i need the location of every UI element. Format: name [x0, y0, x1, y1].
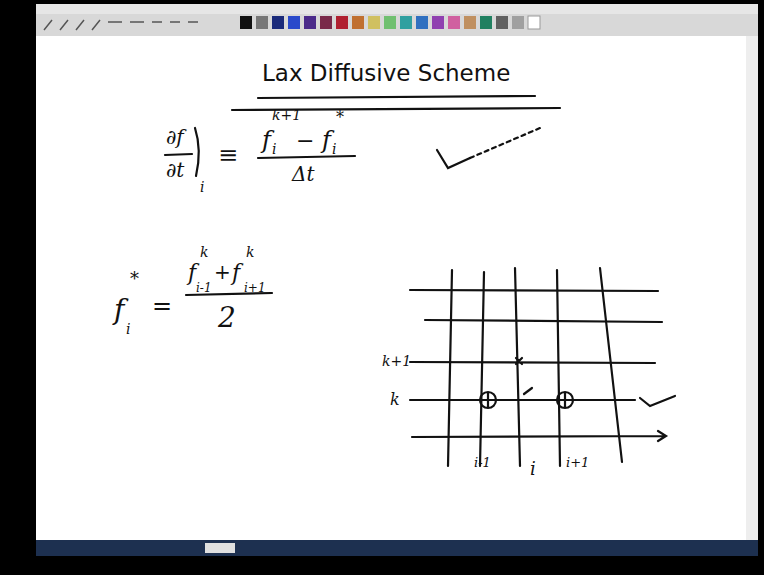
- math-symbol: 2: [218, 304, 236, 332]
- math-symbol: ∂t: [166, 160, 184, 180]
- math-symbol: f: [322, 128, 331, 152]
- math-symbol: f: [114, 296, 124, 324]
- color-palette: [240, 16, 540, 29]
- superscript: k: [200, 245, 208, 259]
- math-symbol: −: [296, 130, 314, 152]
- toolbar-icons: [44, 20, 198, 30]
- slide-title: Lax Diffusive Scheme: [262, 62, 510, 85]
- grid-label: k+1: [382, 354, 411, 368]
- subscript: i: [272, 142, 276, 156]
- math-symbol: =: [152, 294, 172, 318]
- page-tab: [205, 543, 235, 553]
- menu-bar: [36, 4, 758, 14]
- superscript: *: [130, 270, 139, 288]
- superscript: k+1: [272, 108, 301, 122]
- grid-label: k: [390, 392, 400, 408]
- math-symbol: Δt: [292, 164, 314, 184]
- math-symbol: +: [214, 262, 231, 282]
- scrollbar: [746, 36, 758, 540]
- grid-label: i: [530, 460, 536, 478]
- subscript: i: [126, 322, 130, 336]
- superscript: *: [336, 110, 344, 126]
- grid-label: i+1: [566, 456, 589, 469]
- tool-bar: [36, 14, 758, 36]
- math-symbol: f: [232, 262, 240, 284]
- subscript: i-1: [196, 282, 212, 294]
- subscript: i: [200, 180, 204, 194]
- ink: [165, 96, 675, 466]
- math-symbol: ∂f: [166, 127, 184, 147]
- grid-label: i-1: [474, 456, 491, 469]
- math-symbol: ≡: [218, 143, 238, 167]
- canvas: [36, 4, 758, 556]
- math-symbol: f: [188, 262, 196, 284]
- subscript: i+1: [244, 282, 266, 294]
- math-symbol: f: [262, 128, 271, 152]
- subscript: i: [332, 142, 336, 156]
- status-bar: [36, 540, 758, 556]
- superscript: k: [246, 245, 254, 259]
